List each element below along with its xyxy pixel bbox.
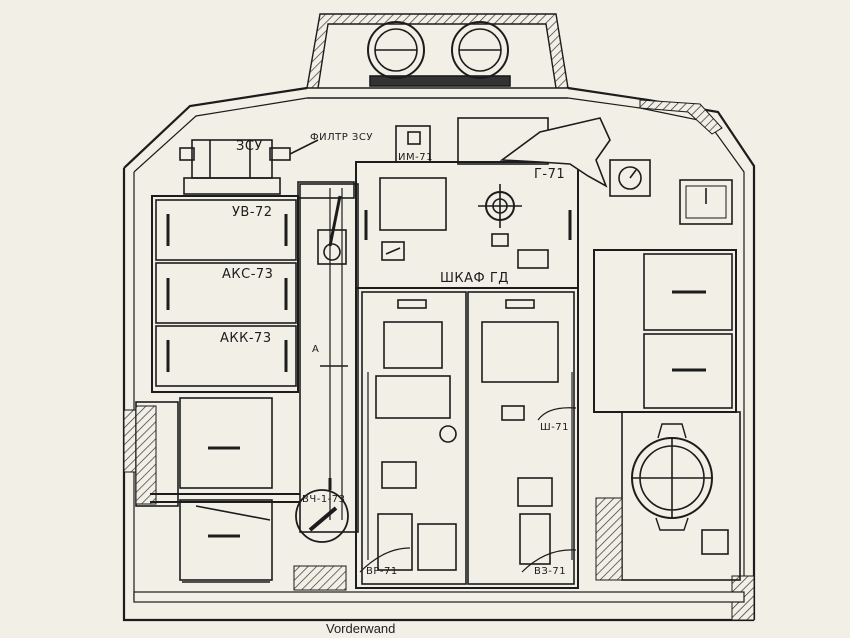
aks73-cabinet <box>155 262 297 324</box>
right-blower <box>595 411 741 581</box>
right-rack <box>593 179 737 413</box>
label-vr71: ВР-71 <box>366 566 398 577</box>
vch-1-73-valve <box>295 489 349 543</box>
left-rack-upper <box>151 195 299 393</box>
zsu-unit <box>179 139 355 199</box>
label-vz71: ВЗ-71 <box>534 566 566 577</box>
diagram-caption: Vorderwand <box>326 621 395 636</box>
left-rack-lower <box>135 397 300 583</box>
label-shkaf-gd: ШКАФ ГД <box>440 271 509 286</box>
roof-fan-left <box>367 21 425 79</box>
label-uv72: УВ-72 <box>232 205 273 220</box>
label-vch173: ВЧ-1-73 <box>302 494 346 505</box>
top-duct <box>457 117 651 197</box>
cab-outline <box>122 86 756 622</box>
roof-hood <box>306 13 569 89</box>
akk73-cabinet <box>155 325 297 387</box>
central-pipe <box>299 183 359 533</box>
label-a: А <box>312 344 319 355</box>
floor-grate-left <box>293 565 347 591</box>
roof-fan-right <box>451 21 509 79</box>
label-aks73: АКС-73 <box>222 267 273 282</box>
label-filtr-zsu: ФИЛТР ЗСУ <box>310 132 373 143</box>
label-sh71: Ш-71 <box>540 422 569 433</box>
label-im71: ИМ-71 <box>398 152 433 163</box>
shkaf-gd-lower <box>355 287 579 589</box>
label-zsu: ЗСУ <box>236 139 263 154</box>
uv72-cabinet <box>155 199 297 261</box>
label-group: ЗСУ ФИЛТР ЗСУ ИМ-71 Г-71 УВ-72 АКС-73 АК… <box>220 132 569 636</box>
label-g71: Г-71 <box>534 167 565 182</box>
label-akk73: АКК-73 <box>220 331 272 346</box>
